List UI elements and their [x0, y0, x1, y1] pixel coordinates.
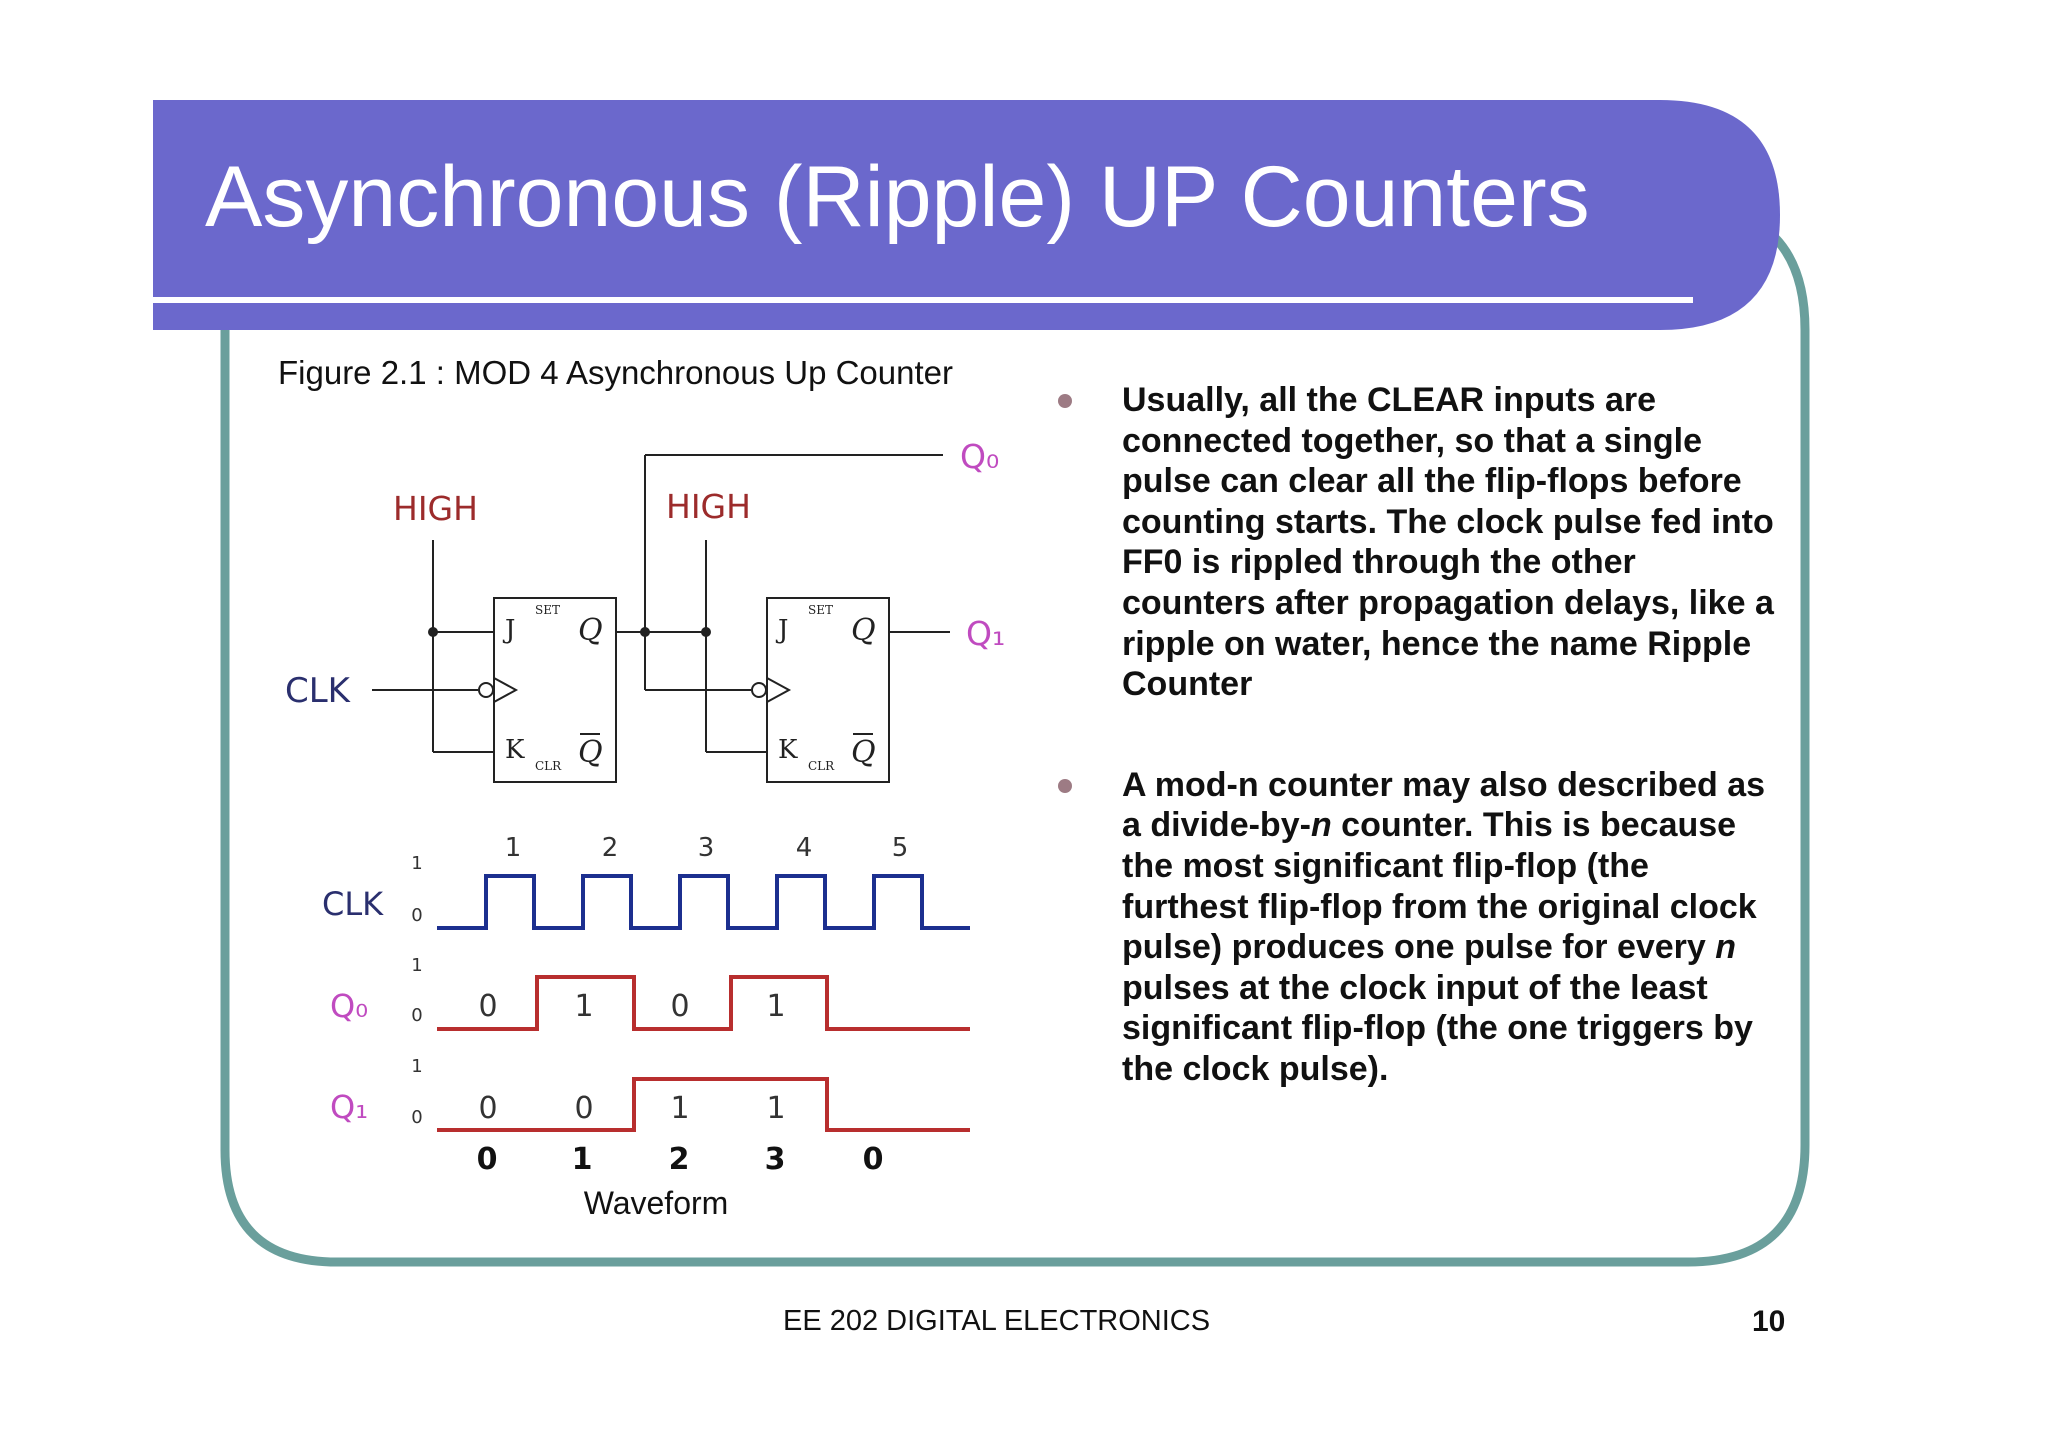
ff0-clock-triangle: [493, 677, 519, 703]
rounded-content-border: [220, 210, 1810, 1267]
bullet-text-end: pulses at the clock input of the least s…: [1122, 968, 1753, 1088]
ff0-clock-bubble: [478, 682, 494, 698]
waveform-clk-label: CLK: [322, 885, 384, 923]
clk-level-low: 0: [411, 905, 422, 926]
junction-dot: [640, 627, 650, 637]
pulse-number: 1: [505, 833, 522, 863]
ff0-clr-label: CLR: [535, 759, 562, 773]
count-value: 0: [863, 1142, 884, 1177]
ff0-set-label: SET: [535, 603, 560, 617]
ff1-clock-triangle: [766, 677, 792, 703]
ff1-k-label: K: [778, 735, 798, 765]
header-band: [153, 100, 1780, 330]
q0-output-label: Q₀: [960, 437, 999, 476]
q0-level-high: 1: [411, 955, 422, 976]
ff1-j-label: J: [775, 615, 788, 645]
q1-waveform: [437, 1077, 970, 1132]
ff0-q-label: Q: [578, 613, 603, 648]
bullet-list: Usually, all the CLEAR inputs are connec…: [1055, 380, 1775, 1090]
high-label-2: HIGH: [666, 487, 751, 526]
ff0-k-label: K: [505, 735, 525, 765]
q0-state-value: 1: [766, 989, 785, 1024]
header-underline: [153, 297, 1693, 303]
slide-title: Asynchronous (Ripple) UP Counters: [205, 149, 1590, 245]
pulse-number: 5: [892, 833, 909, 863]
waveform-q0-label: Q₀: [330, 987, 368, 1025]
q0-state-value: 0: [670, 989, 689, 1024]
bullet-item: Usually, all the CLEAR inputs are connec…: [1055, 380, 1775, 705]
bullet-dot-icon: [1058, 394, 1072, 408]
high-label-1: HIGH: [393, 489, 478, 528]
waveform-caption: Waveform: [584, 1185, 729, 1221]
clk-waveform: [437, 874, 970, 930]
count-value: 0: [477, 1142, 498, 1177]
bullet-text: Usually, all the CLEAR inputs are connec…: [1122, 381, 1774, 704]
q1-state-value: 1: [766, 1091, 785, 1126]
bullet-variable-n: n: [1715, 928, 1737, 967]
pulse-number: 2: [602, 833, 619, 863]
junction-dot: [428, 627, 438, 637]
q1-state-value: 1: [670, 1091, 689, 1126]
pulse-number: 3: [698, 833, 715, 863]
ff0-qbar-label: Q: [578, 735, 603, 770]
ff0-j-label: J: [502, 615, 515, 645]
q0-state-value: 1: [574, 989, 593, 1024]
count-value: 1: [572, 1142, 593, 1177]
bullet-item: A mod-n counter may also described as a …: [1055, 765, 1775, 1090]
q1-level-high: 1: [411, 1056, 422, 1077]
ff1-clock-bubble: [751, 682, 767, 698]
waveform-q1-label: Q₁: [330, 1088, 368, 1126]
q1-level-low: 0: [411, 1107, 422, 1128]
junction-dot: [701, 627, 711, 637]
ff1-qbar-label: Q: [851, 735, 876, 770]
q1-state-value: 0: [478, 1091, 497, 1126]
q1-state-value: 0: [574, 1091, 593, 1126]
ff1-q-label: Q: [851, 613, 876, 648]
slide-footer: EE 202 DIGITAL ELECTRONICS: [783, 1305, 1211, 1337]
count-value: 2: [669, 1142, 690, 1177]
clk-level-high: 1: [411, 853, 422, 874]
ff1-set-label: SET: [808, 603, 833, 617]
clk-input-label: CLK: [285, 671, 352, 711]
count-value: 3: [765, 1142, 786, 1177]
bullet-text-middle: counter. This is because the most signif…: [1122, 806, 1757, 967]
bullet-variable-n: n: [1310, 806, 1332, 845]
bullet-text-start: A mod-n counter may also described as a …: [1122, 765, 1766, 845]
q1-output-label: Q₁: [966, 614, 1005, 653]
ff1-clr-label: CLR: [808, 759, 835, 773]
page-number: 10: [1752, 1305, 1786, 1338]
bullet-dot-icon: [1058, 778, 1072, 793]
pulse-number: 4: [796, 833, 813, 863]
figure-caption: Figure 2.1 : MOD 4 Asynchronous Up Count…: [278, 354, 953, 391]
q0-waveform: [437, 975, 970, 1031]
q0-level-low: 0: [411, 1005, 422, 1026]
q0-state-value: 0: [478, 989, 497, 1024]
